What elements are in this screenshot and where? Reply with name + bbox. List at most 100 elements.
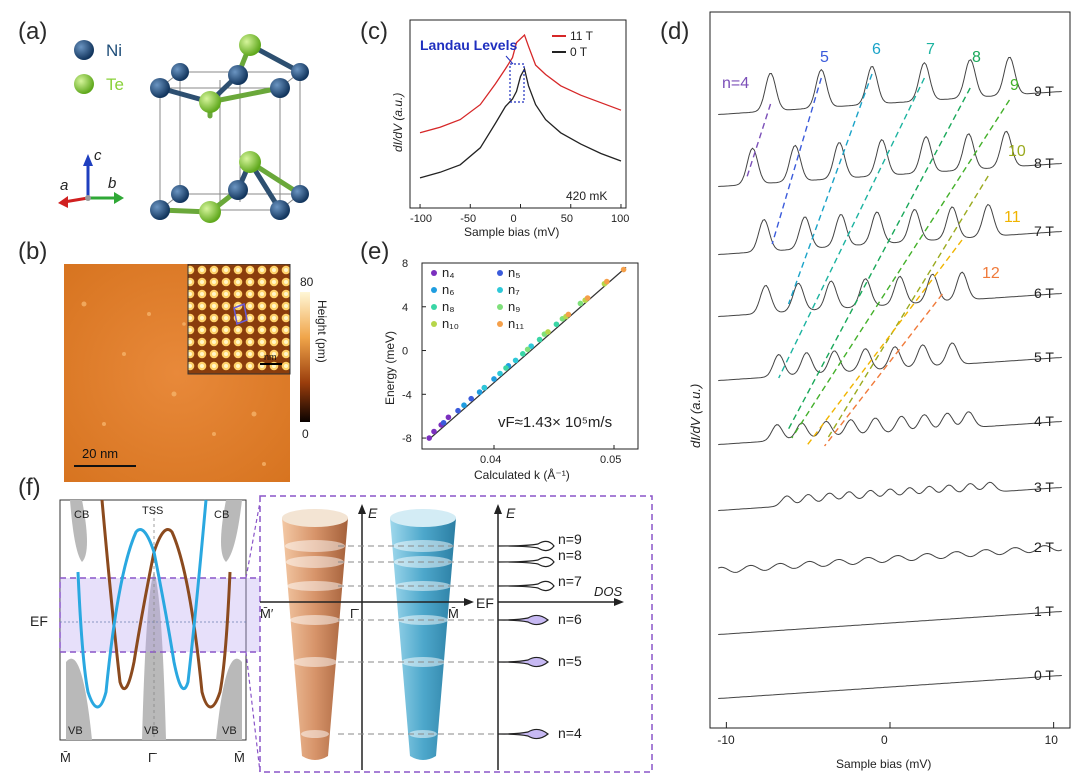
chart-c-ylabel: dI/dV (a.u.) [391, 93, 405, 152]
panel-a-letter: (a) [18, 18, 48, 45]
chart-e-point [553, 321, 560, 328]
chart-e-legend-marker [431, 270, 437, 276]
chart-d-xtick-label: -10 [717, 733, 735, 747]
chart-d-trace [718, 481, 1062, 512]
chart-d-trace [718, 130, 1062, 187]
landau-box [509, 63, 525, 103]
chart-e-ytick-label: -4 [402, 389, 412, 401]
chart-c-xtick-label: 100 [611, 213, 629, 225]
svg-text:E: E [368, 505, 378, 521]
temperature-label: 420 mK [566, 189, 607, 203]
chart-e-point [620, 266, 627, 273]
chart-e-legend-label: n₉ [508, 299, 520, 314]
chart-c-xtick-label: 50 [561, 213, 573, 225]
fermi-velocity: vF≈1.43× 10⁵m/s [498, 414, 612, 431]
svg-text:M̄: M̄ [60, 750, 71, 765]
chart-c-xtick-label: 0 [511, 213, 517, 225]
chart-e-point [536, 336, 543, 343]
level-n9: n=9 [558, 531, 582, 547]
chart-d-trace [718, 342, 1062, 382]
field-label: 8 T [1034, 155, 1054, 171]
panel-b-letter: (b) [18, 238, 48, 265]
chart-e-legend-label: n₁₀ [442, 316, 459, 331]
svg-text:M̄′: M̄′ [260, 606, 274, 621]
landau-level-trajectory [805, 239, 963, 447]
chart-d-trace [718, 611, 1062, 635]
chart-e-point [528, 343, 534, 349]
landau-level-trajectory [786, 87, 971, 433]
svg-text:M̄: M̄ [234, 750, 245, 765]
chart-e-frame [421, 262, 639, 450]
panel-a-crystal: Ni Te c a b [58, 34, 309, 223]
svg-text:E: E [506, 505, 516, 521]
svg-text:DOS: DOS [594, 584, 623, 599]
chart-d-frame [709, 11, 1071, 729]
field-label: 5 T [1034, 349, 1054, 365]
svg-text:80: 80 [300, 275, 314, 289]
chart-e-legend-label: n₇ [508, 282, 520, 297]
chart-d-trace [718, 56, 1062, 115]
level-n7: n=7 [558, 573, 582, 589]
svg-text:VB: VB [68, 725, 83, 737]
landau-level-label: 12 [982, 265, 1000, 282]
chart-e-point [577, 300, 584, 307]
chart-e-legend-label: n₅ [508, 265, 520, 280]
chart-e-legend-marker [497, 304, 503, 310]
landau-level-trajectory [827, 175, 989, 439]
chart-e-fit-line [427, 266, 627, 441]
chart-d-trace [718, 545, 1062, 573]
chart-e-point [481, 384, 488, 391]
chart-c-xlabel: Sample bias (mV) [464, 225, 559, 239]
chart-c-frame [409, 19, 627, 209]
chart-e-ylabel: Energy (meV) [383, 331, 397, 405]
field-label: 2 T [1034, 539, 1054, 555]
landau-level-trajectory [778, 77, 925, 379]
chart-d-trace [718, 411, 1062, 446]
chart-e-legend-label: n₁₁ [508, 316, 525, 331]
landau-level-label: 9 [1010, 77, 1019, 94]
legend-11t: 11 T [570, 29, 594, 43]
chart-e-legend-marker [431, 287, 437, 293]
chart-e-legend-marker [497, 270, 503, 276]
svg-text:VB: VB [222, 725, 237, 737]
stm-inset [187, 264, 291, 375]
svg-text:a: a [60, 177, 68, 194]
ni-legend-dot [74, 40, 94, 60]
svg-text:0: 0 [302, 427, 309, 441]
chart-d-xtick-label: 0 [881, 733, 888, 747]
field-label: 7 T [1034, 223, 1054, 239]
chart-e-ytick-label: -8 [402, 433, 412, 445]
svg-text:c: c [94, 147, 102, 164]
chart-e-point [497, 370, 503, 377]
svg-text:Γ̄: Γ̄ [148, 750, 157, 765]
chart-e-point [520, 351, 526, 357]
svg-text:CB: CB [214, 509, 229, 521]
ni-atoms [150, 63, 309, 220]
chart-e-xtick-label: 0.05 [600, 454, 621, 466]
chart-e-point [461, 402, 467, 409]
svg-text:Γ̄: Γ̄ [350, 606, 359, 621]
ni-legend-label: Ni [106, 41, 122, 60]
chart-e-legend-marker [497, 321, 503, 327]
svg-text:TSS: TSS [142, 505, 163, 517]
landau-level-trajectory [771, 77, 822, 245]
te-legend-dot [74, 74, 94, 94]
panel-f-cones: E M̄′ Γ̄ M̄ E DOS EF n=9 n=8 n=7 n=6 n=5… [259, 495, 653, 773]
chart-d-trace [718, 271, 1062, 318]
chart-e-ytick-label: 8 [402, 258, 408, 270]
svg-text:CB: CB [74, 509, 89, 521]
field-label: 6 T [1034, 285, 1054, 301]
svg-text:EF: EF [476, 595, 494, 611]
landau-level-label: n=4 [722, 75, 749, 92]
chart-e-ytick-label: 0 [402, 346, 408, 358]
chart-e-legend-label: n₆ [442, 282, 454, 297]
chart-e-legend-marker [431, 321, 437, 327]
chart-e-point [431, 428, 437, 435]
chart-d-trace [718, 675, 1062, 699]
panel-e-letter: (e) [360, 238, 390, 265]
chart-d-trace [718, 203, 1062, 256]
landau-level-label: 5 [820, 49, 829, 66]
chart-e-point [491, 376, 497, 382]
